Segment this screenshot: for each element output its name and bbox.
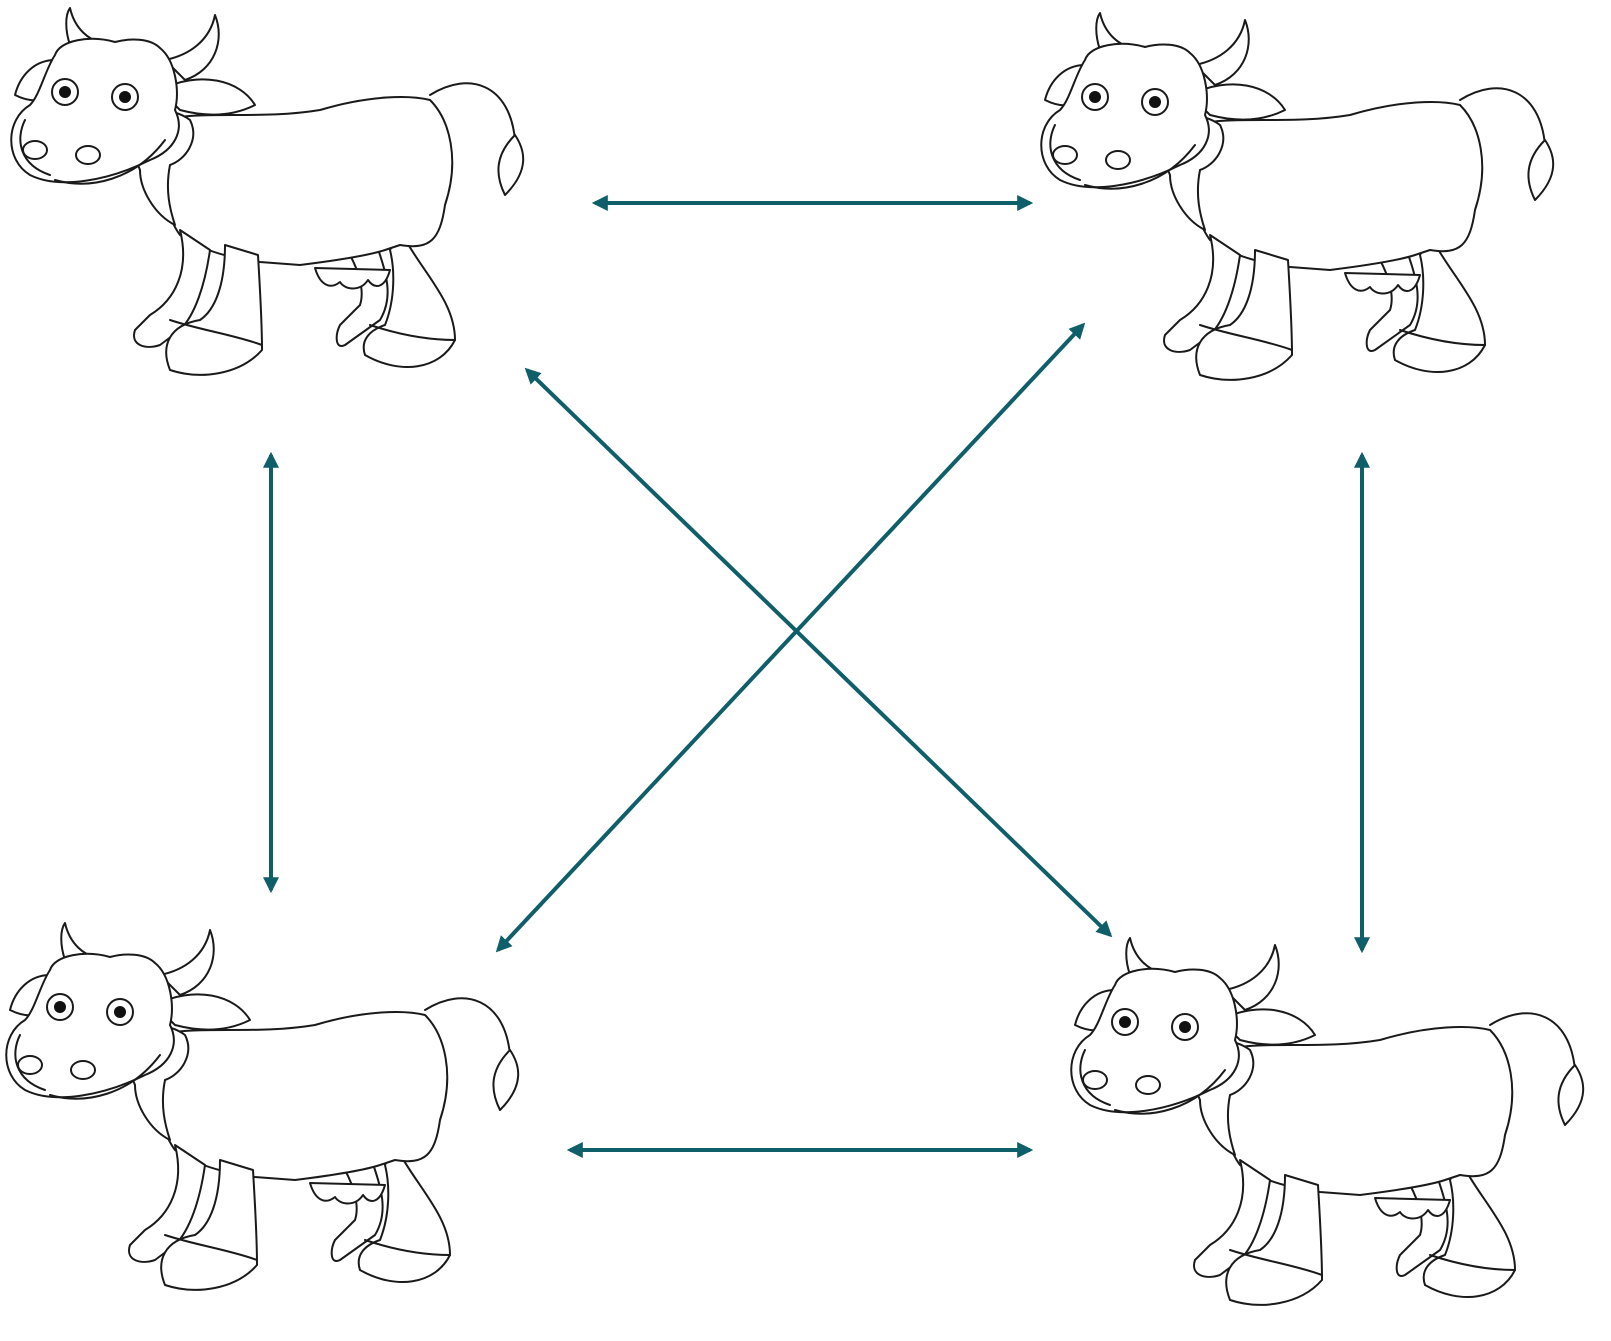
cow-bottom-left (6, 923, 518, 1290)
cow-top-right (1041, 13, 1553, 380)
cow-bottom-right (1071, 938, 1583, 1305)
arrow-cow-top-left-to-cow-bottom-right (527, 370, 1110, 935)
arrow-cow-top-right-to-cow-bottom-left (498, 325, 1083, 950)
cow-top-left (11, 8, 523, 375)
